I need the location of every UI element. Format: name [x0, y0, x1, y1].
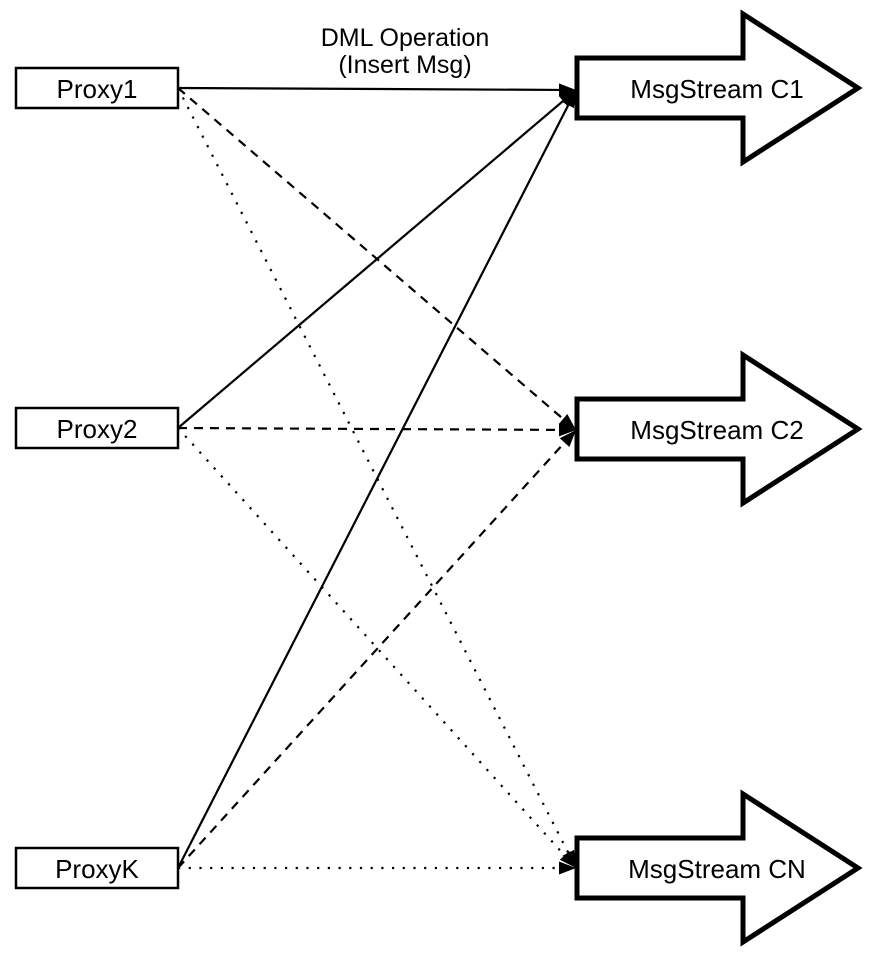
- edge-proxy1-to-cn-dotted: [177, 87, 570, 854]
- proxy1-box: [14, 66, 180, 110]
- arrowhead-proxy2-to-cn: [559, 851, 576, 868]
- proxy1-label: Proxy1: [57, 74, 138, 104]
- arrowhead-proxy1-to-c2: [558, 414, 576, 430]
- arrowhead-proxy1-to-c1: [559, 83, 576, 97]
- edge-proxy1-to-c2-dashed: [177, 87, 564, 420]
- dml-operation-label-line1: DML Operation: [321, 24, 490, 52]
- arrowhead-proxyk-to-cn: [559, 861, 576, 875]
- edge-proxy2-to-c1-solid: [177, 100, 564, 429]
- msgstream-c1-label: MsgStream C1: [630, 74, 803, 104]
- msgstream-cn-label: MsgStream CN: [628, 854, 806, 884]
- edge-layer: [177, 83, 576, 875]
- edge-proxyk-to-c2-dashed: [177, 441, 566, 869]
- node-msgstream-c2: MsgStream C2: [574, 350, 863, 508]
- proxy2-label: Proxy2: [57, 414, 138, 444]
- proxy2-box: [14, 406, 180, 450]
- node-proxy1: Proxy1: [14, 66, 180, 110]
- proxyk-box: [14, 846, 180, 890]
- msgstream-c2-arrow-shape: [574, 350, 863, 508]
- msgstream-c2-label: MsgStream C2: [630, 415, 803, 445]
- proxyk-label: ProxyK: [55, 854, 139, 884]
- dml-operation-label: DML Operation (Insert Msg): [321, 24, 490, 79]
- arrowhead-proxy2-to-c2: [559, 423, 576, 437]
- edge-proxy2-to-c2-dashed: [177, 426, 560, 432]
- dml-operation-label-line2: (Insert Msg): [338, 51, 471, 79]
- node-msgstream-c1: MsgStream C1: [574, 9, 863, 167]
- node-proxy2: Proxy2: [14, 406, 180, 450]
- edge-proxyk-to-c1-solid: [177, 104, 570, 869]
- node-proxyk: ProxyK: [14, 846, 180, 890]
- node-msgstream-cn: MsgStream CN: [574, 789, 863, 947]
- msgstream-cn-arrow-shape: [574, 789, 863, 947]
- edge-proxy1-to-c1-solid: [177, 86, 560, 92]
- msgstream-c1-arrow-shape: [574, 9, 863, 167]
- arrowhead-proxyk-to-c1: [562, 90, 576, 109]
- arrowhead-proxyk-to-c2: [559, 430, 576, 447]
